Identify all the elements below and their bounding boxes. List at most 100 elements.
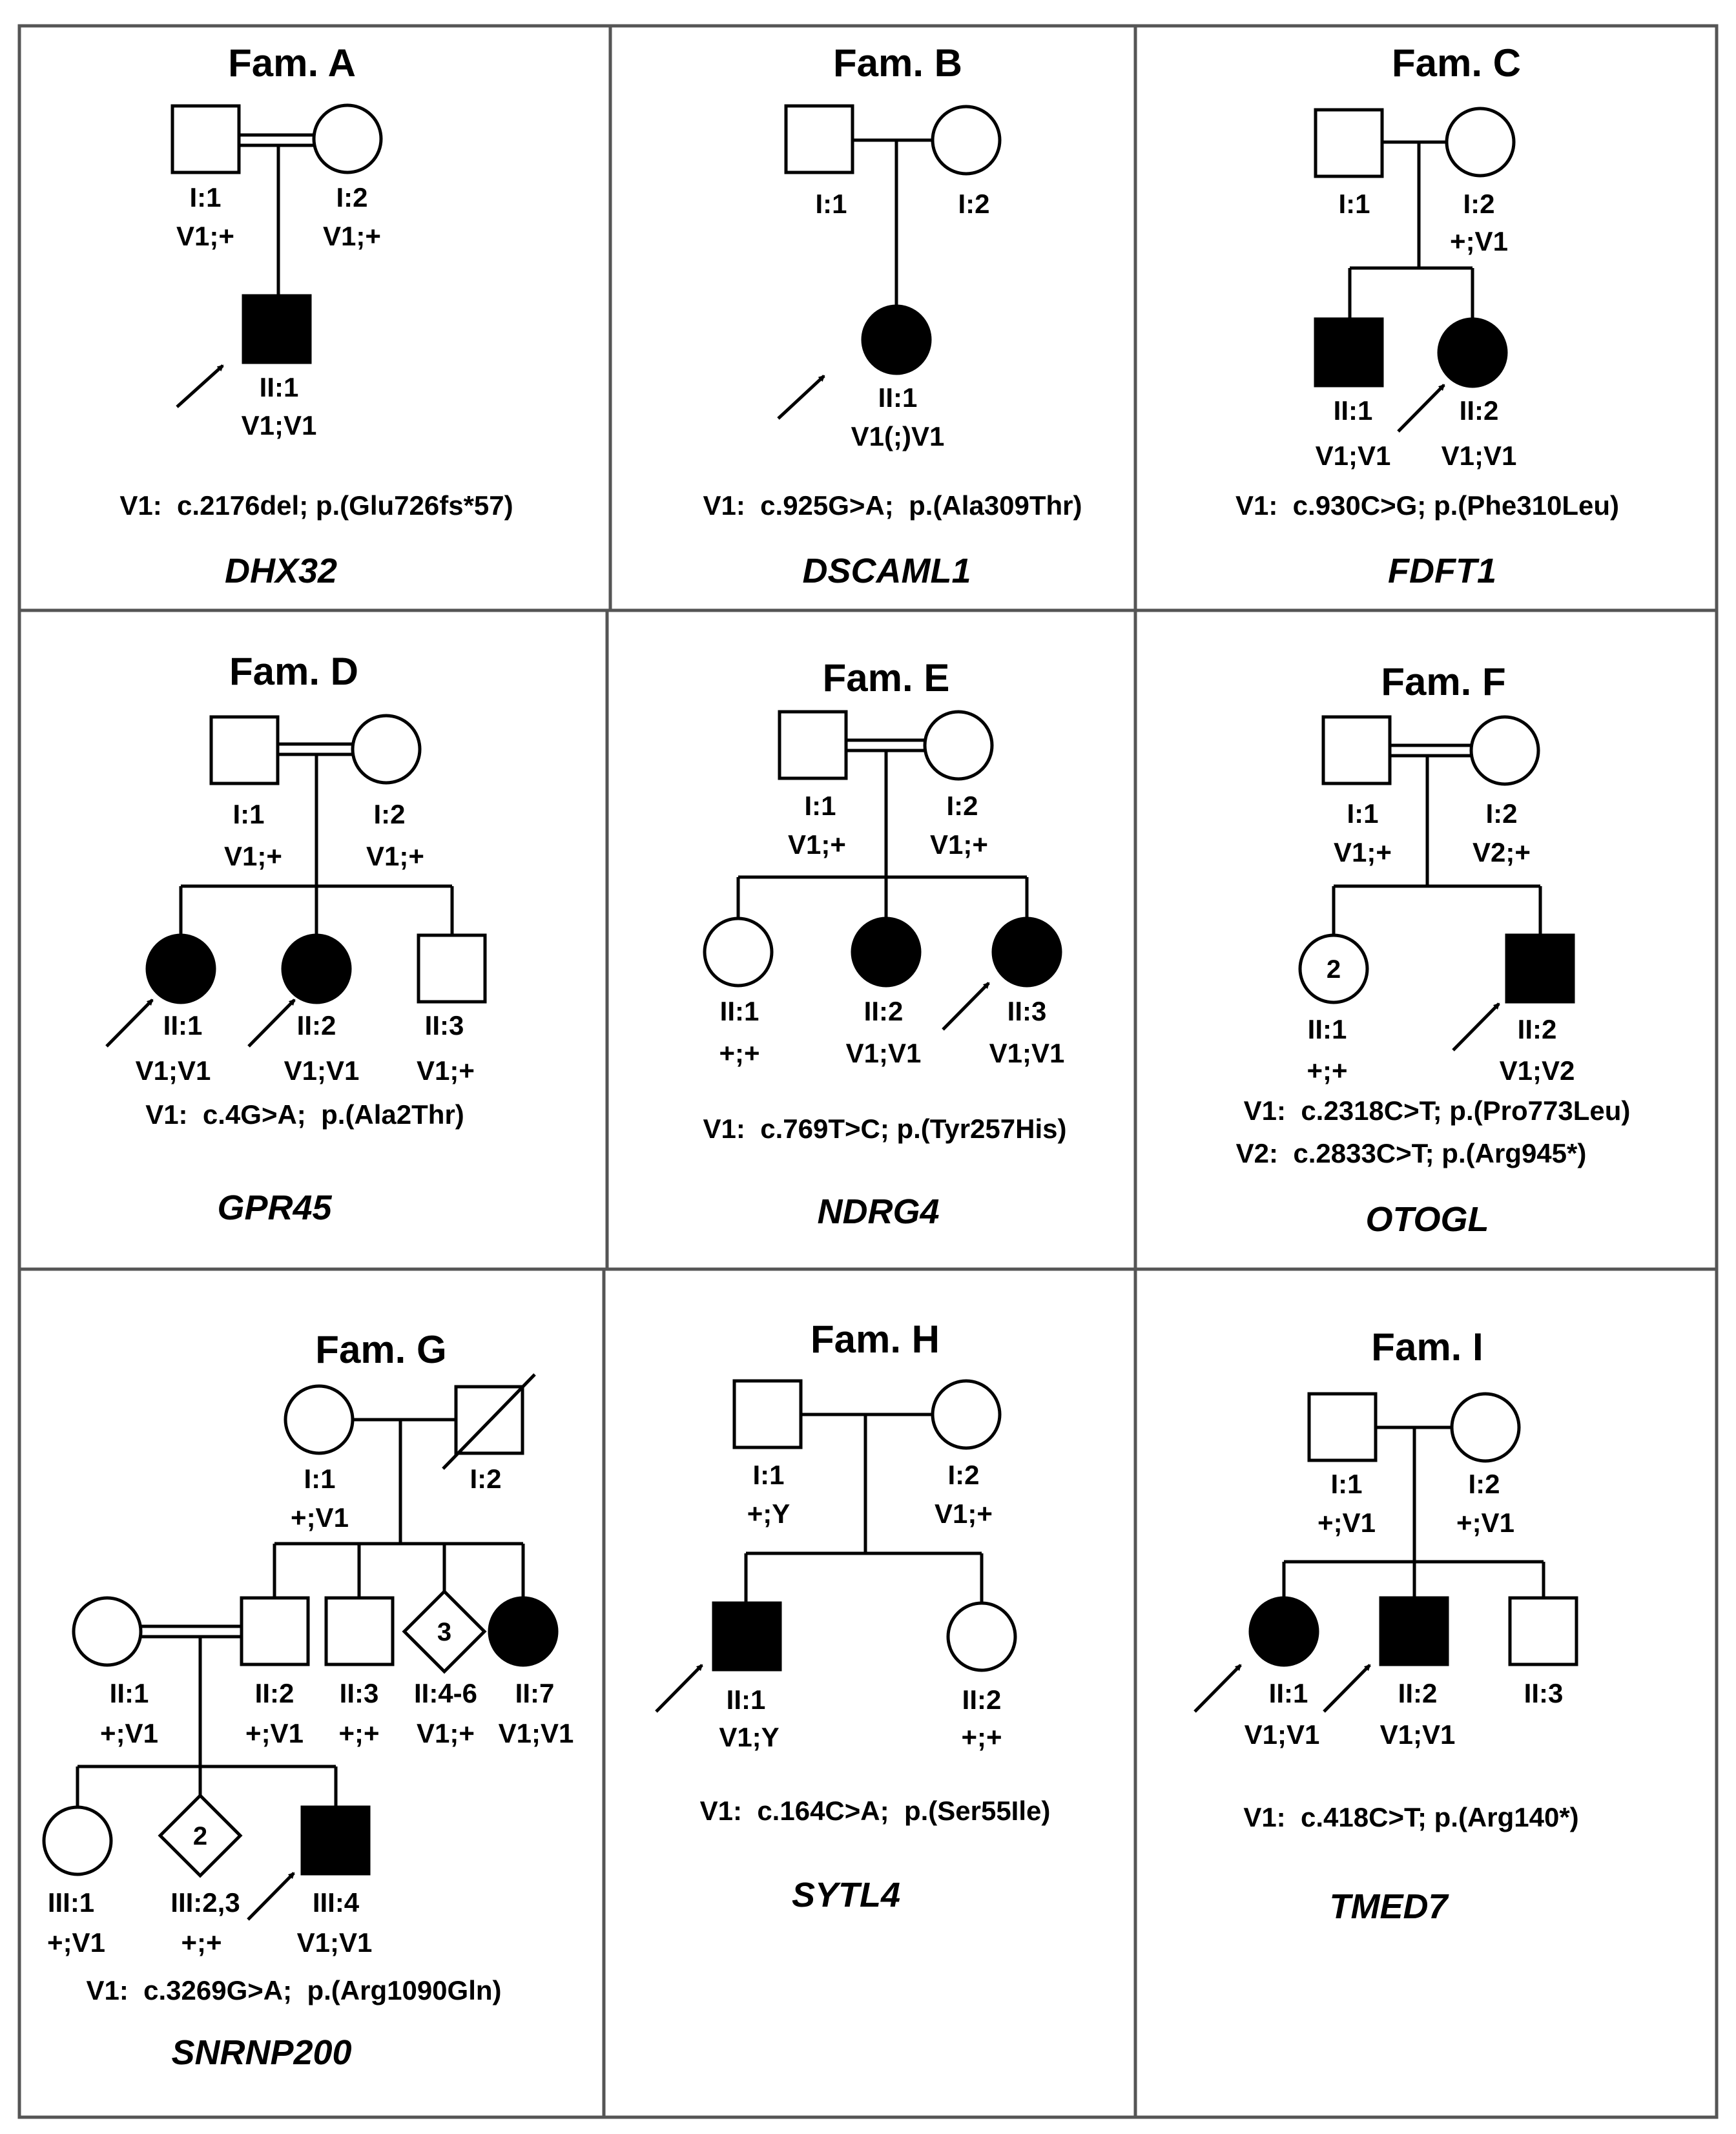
individual-d-II1: [145, 933, 216, 1004]
label-c-II1-gt: V1;V1: [1316, 440, 1391, 471]
label-e-I1-gt: V1;+: [788, 829, 846, 860]
label-f-II1-id: II:1: [1308, 1014, 1347, 1044]
label-h-I2-id: I:2: [947, 1460, 979, 1490]
individual-i-II3: [1508, 1596, 1578, 1666]
individual-g-III2-3: [158, 1793, 243, 1878]
label-i-II3-id: II:3: [1524, 1678, 1564, 1708]
label-d-II3-id: II:3: [425, 1010, 464, 1041]
label-d-II2-id: II:2: [297, 1010, 336, 1041]
gene-h: SYTL4: [792, 1876, 900, 1914]
gene-b: DSCAML1: [802, 552, 971, 590]
label-e-I2-gt: V1;+: [930, 829, 988, 860]
family-a-title: Fam. A: [228, 41, 356, 85]
label-d-I2-gt: V1;+: [366, 841, 424, 871]
family-e-title: Fam. E: [823, 656, 950, 699]
gene-f: OTOGL: [1365, 1200, 1489, 1239]
gene-c: FDFT1: [1388, 552, 1496, 590]
label-i-I1-gt: +;V1: [1318, 1507, 1376, 1538]
label-a-I1-id: I:1: [189, 182, 221, 212]
label-e-II2-id: II:2: [864, 996, 904, 1026]
label-g-III2-3-id: III:2,3: [170, 1887, 240, 1918]
individual-a-I2: [312, 103, 383, 174]
label-h-I1-id: I:1: [752, 1460, 784, 1490]
label-c-I2-gt: +;V1: [1450, 226, 1508, 256]
variant-f-2: V2: c.2833C>T; p.(Arg945*): [1236, 1138, 1587, 1168]
label-f-I1-gt: V1;+: [1334, 837, 1392, 867]
individual-h-II2: [946, 1601, 1017, 1672]
variant-f-1: V1: c.2318C>T; p.(Pro773Leu): [1244, 1095, 1631, 1126]
label-f-I2-gt: V2;+: [1472, 837, 1531, 867]
individual-a-II1: [242, 294, 312, 364]
label-g-III4-id: III:4: [313, 1887, 360, 1918]
label-d-I2-id: I:2: [373, 799, 405, 829]
label-d-II2-gt: V1;V1: [284, 1055, 360, 1086]
family-f-title: Fam. F: [1381, 660, 1505, 703]
label-g-II1-gt: +;V1: [100, 1718, 158, 1748]
family-g-title: Fam. G: [315, 1328, 446, 1371]
label-d-II3-gt: V1;+: [417, 1055, 475, 1086]
label-a-I1-gt: V1;+: [176, 221, 234, 251]
individual-b-I1: [784, 104, 854, 174]
variant-e-1: V1: c.769T>C; p.(Tyr257His): [703, 1114, 1067, 1144]
individual-d-I1: [209, 715, 280, 785]
label-f-I1-id: I:1: [1347, 798, 1378, 829]
proband-arrow-g: [247, 1872, 295, 1921]
family-h: Fam. H I:1 +;Y I:2 V1;+ II:1 V1;Y II:2 +…: [655, 1318, 1050, 1914]
variant-g-1: V1: c.3269G>A; p.(Arg1090Gln): [86, 1975, 501, 2005]
label-c-I2-id: I:2: [1463, 189, 1494, 219]
label-i-II2-gt: V1;V1: [1380, 1719, 1456, 1750]
label-h-II1-id: II:1: [727, 1684, 766, 1715]
individual-f-II1: [1298, 933, 1369, 1004]
label-a-II1-id: II:1: [260, 372, 299, 402]
label-a-II1-gt: V1;V1: [242, 410, 317, 440]
individual-a-I1: [170, 104, 241, 174]
individual-e-II1: [703, 917, 774, 988]
family-i-title: Fam. I: [1371, 1325, 1483, 1369]
label-h-I1-gt: +;Y: [747, 1498, 790, 1529]
individual-g-II7: [488, 1596, 559, 1667]
label-c-II2-id: II:2: [1460, 395, 1499, 426]
family-h-title: Fam. H: [811, 1318, 940, 1361]
family-b: Fam. B I:1 I:2 II:1 V1(;)V1 V1: c.925G>A…: [703, 41, 1082, 590]
label-f-I2-id: I:2: [1485, 798, 1517, 829]
label-e-II3-id: II:3: [1008, 996, 1047, 1026]
individual-i-II1: [1248, 1596, 1319, 1667]
label-c-II1-id: II:1: [1334, 395, 1373, 426]
gene-d: GPR45: [217, 1188, 332, 1227]
family-d: Fam. D I:1 V1;+ I:2 V1;+ II:1 V1;V1 II:2…: [105, 650, 487, 1227]
individual-g-II1: [72, 1596, 143, 1667]
label-f-II1-gt: +;+: [1307, 1055, 1347, 1086]
outer-border: [17, 24, 1719, 2119]
variant-b-1: V1: c.925G>A; p.(Ala309Thr): [703, 490, 1082, 521]
individual-e-II2: [851, 917, 922, 988]
label-h-II2-gt: +;+: [961, 1722, 1002, 1752]
label-h-I2-gt: V1;+: [935, 1498, 993, 1529]
label-g-I1-gt: +;V1: [291, 1502, 349, 1533]
family-f: Fam. F 2 I:1 V1;+ I:2 V2;+ II:1 +;+ II:2…: [1236, 660, 1631, 1239]
label-a-I2-id: I:2: [336, 182, 367, 212]
label-h-II2-id: II:2: [962, 1684, 1002, 1715]
individual-d-II3: [417, 933, 487, 1004]
label-g-II2-gt: +;V1: [245, 1718, 304, 1748]
label-e-II1-gt: +;+: [719, 1038, 760, 1068]
label-g-II7-id: II:7: [515, 1678, 555, 1708]
individual-f-II2: [1505, 933, 1575, 1004]
family-c-title: Fam. C: [1392, 41, 1521, 85]
individual-i-I1: [1307, 1392, 1378, 1462]
individual-i-II2: [1379, 1596, 1449, 1666]
deceased-slash-g-I2: [442, 1373, 536, 1470]
label-g-III1-id: III:1: [48, 1887, 94, 1918]
variant-i-1: V1: c.418C>T; p.(Arg140*): [1243, 1802, 1578, 1832]
individual-i-I2: [1450, 1392, 1521, 1463]
grid-borders: [17, 24, 1719, 2119]
label-e-I1-id: I:1: [804, 791, 836, 821]
label-b-I2-id: I:2: [958, 189, 989, 219]
label-d-II1-id: II:1: [163, 1010, 203, 1041]
proband-arrow-i-2: [1323, 1664, 1371, 1713]
label-g-II1-id: II:1: [110, 1678, 149, 1708]
label-g-II2-id: II:2: [255, 1678, 294, 1708]
label-i-I2-gt: +;V1: [1456, 1507, 1514, 1538]
label-e-I2-id: I:2: [946, 791, 978, 821]
individual-b-I2: [931, 105, 1002, 176]
label-g-II3-gt: +;+: [338, 1718, 379, 1748]
